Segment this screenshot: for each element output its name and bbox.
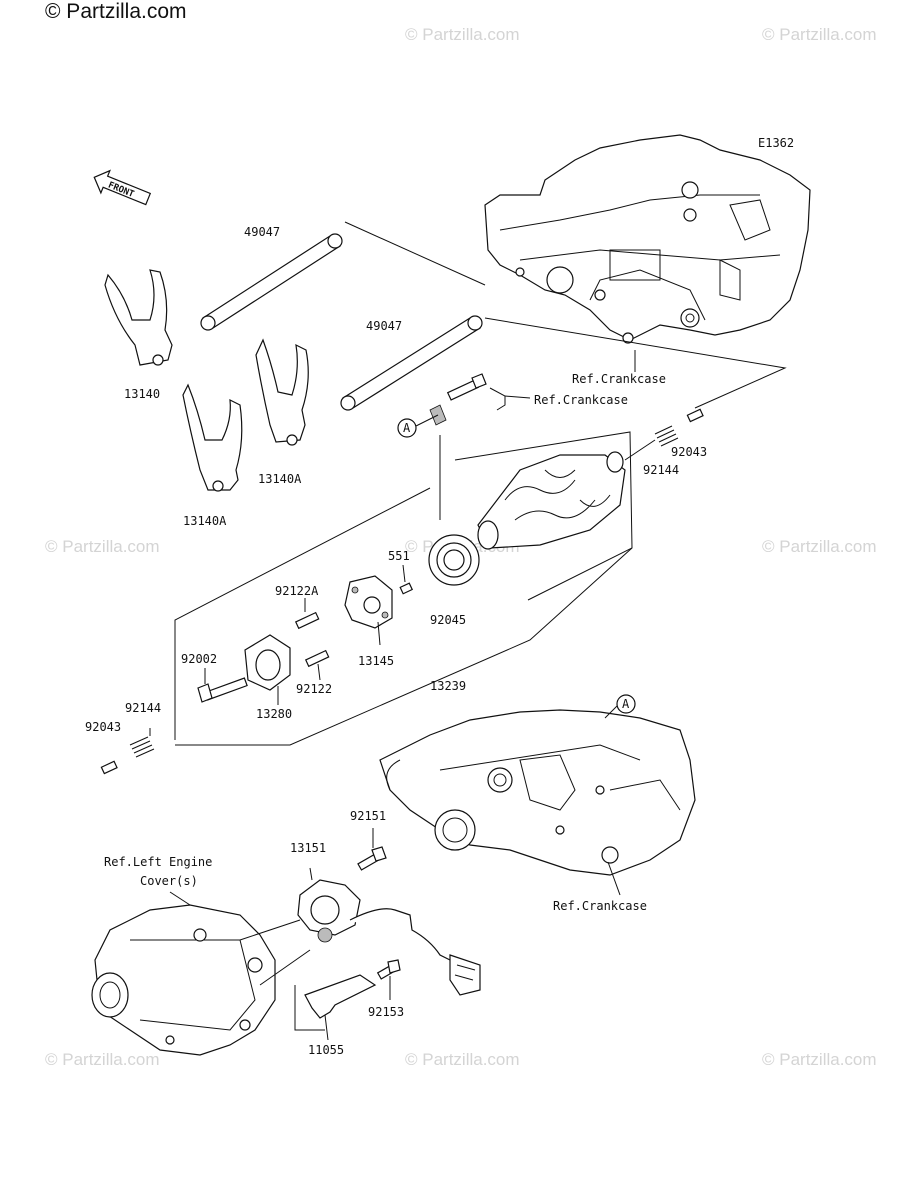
part-label-92043-left[interactable]: 92043 (85, 720, 121, 734)
part-label-13280[interactable]: 13280 (256, 707, 292, 721)
shift-drum (477, 439, 656, 550)
part-label-13140[interactable]: 13140 (124, 387, 160, 401)
shift-fork-13140 (104, 269, 173, 366)
crankcase-bolt (429, 373, 531, 426)
dowel-pin-upper (294, 598, 320, 630)
part-label-92002[interactable]: 92002 (181, 652, 217, 666)
part-label-13140a-lower[interactable]: 13140A (183, 514, 227, 528)
part-label-551[interactable]: 551 (388, 549, 410, 563)
ref-label-crankcase-top[interactable]: Ref.Crankcase (572, 372, 666, 386)
shift-fork-13140A-center (255, 338, 309, 446)
part-label-49047-lower[interactable]: 49047 (366, 319, 402, 333)
front-arrow-icon: FRONT (93, 169, 152, 206)
part-label-92151[interactable]: 92151 (350, 809, 386, 823)
part-label-92043-right[interactable]: 92043 (671, 445, 707, 459)
watermark: © Partzilla.com (762, 537, 877, 556)
ref-label-left-cover-line2[interactable]: Cover(s) (140, 874, 198, 888)
ref-label-left-cover-line1[interactable]: Ref.Left Engine (104, 855, 212, 869)
bolt-92002 (197, 668, 248, 703)
callout-marker-a-upper: A (397, 414, 439, 438)
shift-guide (244, 634, 291, 705)
watermarks: © Partzilla.com © Partzilla.com © Partzi… (45, 0, 877, 1069)
part-label-49047-upper[interactable]: 49047 (244, 225, 280, 239)
upper-crankcase (484, 134, 811, 344)
watermark: © Partzilla.com (762, 1050, 877, 1069)
watermark: © Partzilla.com (45, 1050, 160, 1069)
part-labels: 49047 49047 13140 13140A 13140A Ref.Cran… (85, 225, 707, 1057)
partzilla-logo[interactable]: © Partzilla.com (45, 0, 187, 23)
pin-551 (399, 564, 414, 595)
bolt-92153 (376, 959, 401, 1000)
watermark: © Partzilla.com (405, 25, 520, 44)
watermark: © Partzilla.com (762, 25, 877, 44)
part-label-13145[interactable]: 13145 (358, 654, 394, 668)
callout-marker-a-lower: A (604, 694, 636, 719)
part-label-92122a[interactable]: 92122A (275, 584, 319, 598)
shift-rod-lower (340, 315, 483, 411)
ref-label-crankcase-bolt[interactable]: Ref.Crankcase (534, 393, 628, 407)
drum-holder (344, 575, 393, 646)
part-label-11055[interactable]: 11055 (308, 1043, 344, 1057)
ref-label-crankcase-bottom[interactable]: Ref.Crankcase (553, 899, 647, 913)
dowel-pin-lower (304, 649, 330, 681)
part-label-92045[interactable]: 92045 (430, 613, 466, 627)
left-engine-cover (91, 891, 276, 1056)
part-label-13140a-center[interactable]: 13140A (258, 472, 302, 486)
clamp (304, 974, 377, 1041)
watermark: © Partzilla.com (405, 1050, 520, 1069)
diagram-code: E1362 (758, 136, 794, 150)
part-label-92144-right[interactable]: 92144 (643, 463, 679, 477)
gear-position-sensor (297, 867, 481, 996)
shift-fork-13140A-lower (182, 383, 243, 492)
spring-left (129, 728, 155, 758)
part-label-13151[interactable]: 13151 (290, 841, 326, 855)
bearing (428, 435, 480, 586)
part-label-92144-left[interactable]: 92144 (125, 701, 161, 715)
spring-pin-left (100, 760, 118, 775)
callout-marker: A (403, 421, 411, 435)
lower-crankcase (379, 709, 696, 876)
callout-marker: A (622, 697, 630, 711)
part-label-92122[interactable]: 92122 (296, 682, 332, 696)
watermark: © Partzilla.com (45, 537, 160, 556)
shift-rod-upper (200, 233, 343, 331)
spring-pin-right (686, 408, 704, 423)
bolt-92151 (357, 828, 387, 871)
spring-right (654, 425, 679, 447)
part-label-92153[interactable]: 92153 (368, 1005, 404, 1019)
part-label-13239[interactable]: 13239 (430, 679, 466, 693)
